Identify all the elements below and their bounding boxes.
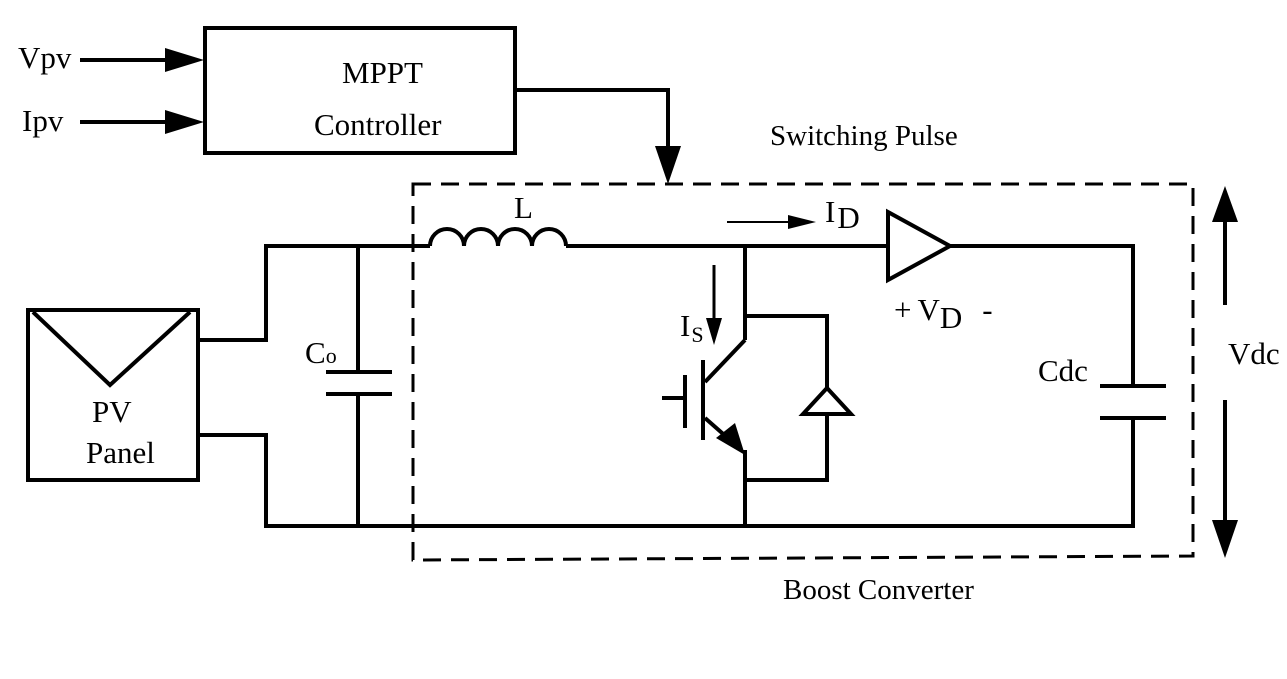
diode-to-cdc-wire	[950, 244, 1135, 386]
antiparallel-diode-bottom-wire	[745, 414, 829, 482]
controller-label: Controller	[314, 107, 442, 142]
mppt-label: MPPT	[342, 55, 423, 90]
inductor-label: L	[514, 190, 533, 225]
vdc-arrowhead-up	[1212, 186, 1238, 222]
vdc-arrowhead-down	[1212, 520, 1238, 558]
antiparallel-diode-top-wire	[745, 314, 829, 388]
boost-converter-label: Boost Converter	[783, 574, 974, 606]
id-arrowhead	[788, 215, 816, 229]
switching-pulse-line	[515, 88, 670, 150]
cdc-label: Cdc	[1038, 353, 1088, 388]
switching-pulse-label: Switching Pulse	[770, 120, 958, 152]
igbt-collector-lead	[703, 338, 747, 384]
co-label: Co	[305, 335, 337, 370]
pv-negative-wire	[198, 433, 1135, 528]
panel-label: Panel	[86, 435, 155, 470]
boost-converter-boundary	[411, 182, 1195, 562]
inductor-coil	[428, 227, 568, 247]
vpv-label: Vpv	[18, 40, 72, 75]
vd-label: +VD-	[894, 292, 993, 335]
pv-positive-wire	[198, 244, 430, 342]
pv-label: PV	[92, 394, 132, 429]
ipv-label: Ipv	[22, 103, 64, 138]
pv-panel-symbol	[31, 310, 192, 388]
ipv-arrowhead	[165, 110, 204, 134]
pv-panel-box	[26, 308, 200, 482]
switching-pulse-arrowhead	[655, 146, 681, 184]
is-arrowhead	[706, 318, 722, 345]
id-label: ID	[825, 194, 860, 235]
vpv-arrowhead	[165, 48, 204, 72]
is-label: IS	[680, 308, 704, 347]
vdc-label: Vdc	[1228, 336, 1280, 371]
antiparallel-diode-symbol	[798, 385, 856, 416]
diode-symbol	[886, 208, 955, 284]
igbt-emitter-arrowhead	[716, 423, 745, 455]
